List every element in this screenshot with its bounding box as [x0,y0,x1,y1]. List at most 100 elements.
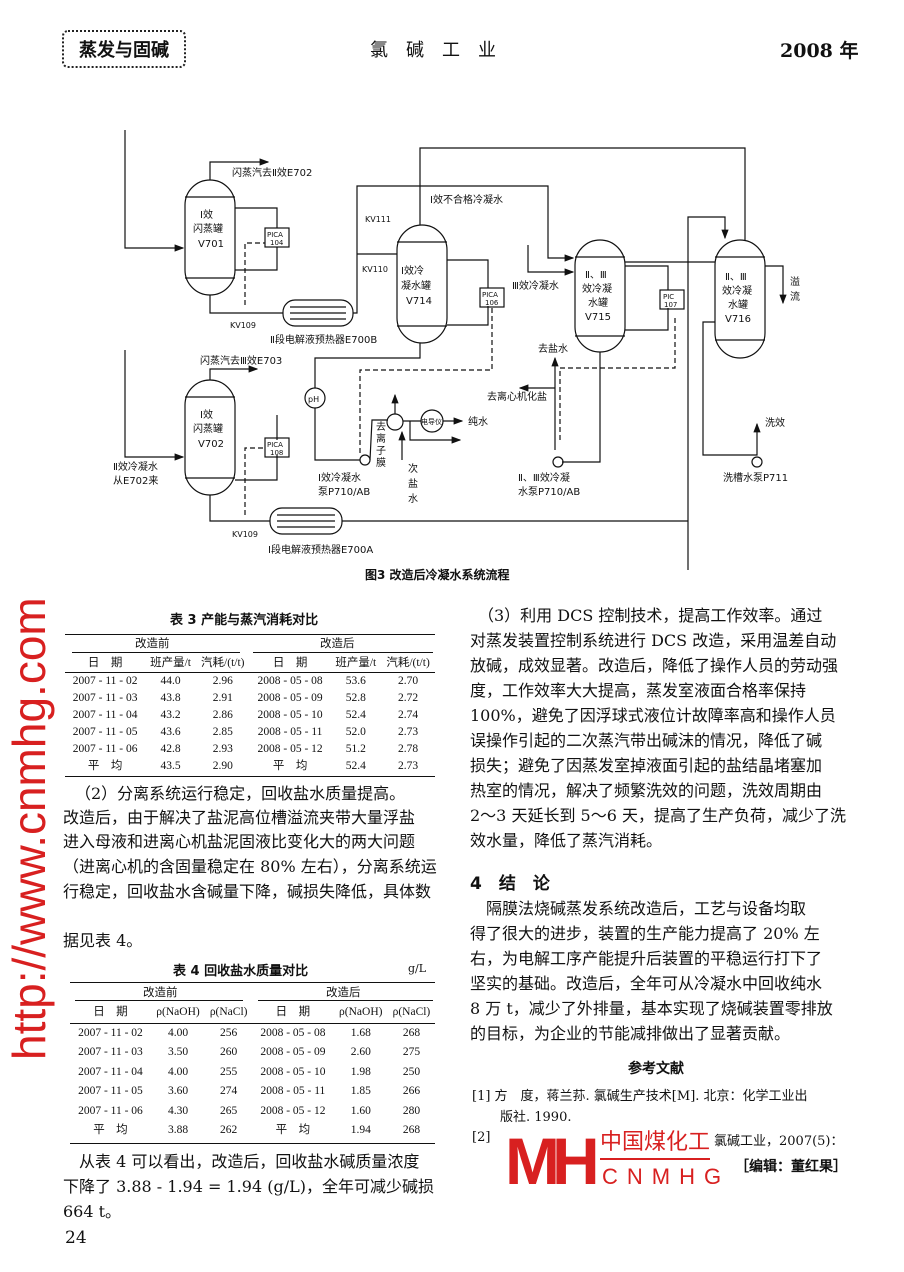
table-cell: 52.8 [345,692,366,704]
table-cell: 2007 - 11 - 02 [78,1026,143,1039]
figure-labels-to-membrane-1: 离 [376,432,386,445]
reference-2-label: [2] [472,1130,491,1145]
figure-labels-v714-2: V714 [406,296,432,307]
left-para-0: （2）分离系统运行稳定，回收盐水质量提高。 [75,784,406,803]
figure-labels-pica106-1: 106 [485,299,499,307]
table-cell: 43.2 [160,709,181,721]
table-cell: 53.6 [345,675,366,687]
figure-labels-pump-p710-23-1: 水泵P710/AB [518,486,580,498]
right-para-5: 误操作引起的二次蒸汽带出碱沫的情况，降低了碱 [470,731,823,750]
figure-labels-pic107-1: 107 [664,301,677,309]
page-number: 24 [65,1228,87,1248]
reference-1-cont: 版社. 1990. [500,1110,572,1125]
ph-meter [304,387,326,409]
column-header: ρ(NaCl) [392,1006,431,1018]
column-header: 班产量/t [150,657,191,669]
left-bottom-1: 下降了 3.88 - 1.94 = 1.94 (g/L)，全年可减少碱损 [63,1177,434,1196]
figure-caption: 图3 改造后冷凝水系统流程 [365,567,510,582]
table3-group-before: 改造前 [135,636,170,650]
journal-year: 2008 年 [780,40,859,62]
right-para-1: 对蒸发装置控制系统进行 DCS 改造，采用温差自动 [470,631,837,650]
figure-labels-ii-cond-0: Ⅱ效冷凝水 [113,460,158,473]
table-cell: 1.94 [350,1124,371,1136]
table-cell: 2.60 [350,1046,371,1058]
table-cell: 250 [402,1065,421,1078]
table-cell: 2008 - 05 - 09 [257,692,323,704]
figure-labels-sub-brine-0: 次 [408,462,418,475]
reference-1: [1] 方 度，蒋兰荪. 氯碱生产技术[M]. 北京：化学工业出 [472,1089,808,1104]
figure-labels-to-membrane-3: 膜 [376,457,386,469]
table-cell: 4.00 [167,1065,189,1078]
references-title: 参考文献 [628,1061,684,1077]
figure-labels-v716-0: Ⅱ、Ⅲ [725,272,747,283]
figure-labels-conductivity: 电导仪 [421,417,442,426]
figure-labels-flash-e703: 闪蒸汽去Ⅲ效E703 [200,354,282,367]
table-cell: 2007 - 11 - 06 [78,1104,143,1117]
table-cell: 2008 - 05 - 09 [260,1046,326,1058]
figure-labels-overflow-0: 溢 [790,275,800,288]
left-para-3: （进离心机的含固量稳定在 80% 左右），分离系统运 [63,857,437,876]
table-cell: 43.5 [160,760,181,772]
figure-labels-pump-p711: 洗槽水泵P711 [723,471,788,484]
table-cell: 2008 - 05 - 10 [257,709,323,721]
table-cell: 2.70 [397,675,419,687]
table-cell: 平 均 [87,760,123,772]
table-cell: 1.60 [350,1104,371,1117]
watermark-logo-mark: MH [505,1124,600,1198]
vessel-v714 [396,224,448,344]
right-para-4: 100%，避免了因浮球式液位计故障率高和操作人员 [470,706,836,725]
figure-labels-to-membrane-0: 去 [376,421,386,433]
table-cell: 平 均 [93,1124,128,1136]
table-cell: 43.8 [160,692,181,704]
watermark-logo-cn: 中国煤化工 [600,1130,711,1160]
figure-labels-pump-p710-0: Ⅰ效冷凝水 [318,471,361,484]
figure-labels-to-brine: 去盐水 [538,342,568,355]
table-cell: 1.85 [350,1085,371,1097]
figure-labels-e700b: Ⅱ段电解液预热器E700B [270,333,377,346]
conclusion-4: 8 万 t，减少了外排量，基本实现了烧碱装置零排放 [470,999,833,1018]
figure-labels-v714-0: Ⅰ效冷 [401,264,424,277]
table-cell: 255 [220,1065,238,1078]
table-cell: 4.30 [167,1104,189,1117]
table-cell: 2007 - 11 - 05 [78,1085,143,1097]
figure-labels-v701-1: 闪蒸罐 [193,222,223,235]
table-cell: 42.8 [160,743,181,755]
conclusion-1: 得了很大的进步，装置的生产能力提高了 20% 左 [470,924,820,943]
table-cell: 280 [402,1104,421,1117]
pump-p710 [359,454,371,466]
table-cell: 43.6 [160,726,181,738]
table4-group-after: 改造后 [326,985,361,999]
table-cell: 平 均 [275,1124,311,1136]
figure-labels-flash-e702: 闪蒸汽去Ⅱ效E702 [232,166,312,179]
figure-labels-pica108-0: PICA [267,441,283,449]
figure-labels-sub-brine-2: 水 [408,493,418,505]
table3-title: 表 3 产能与蒸汽消耗对比 [170,613,319,628]
figure-labels-pump-p710-1: 泵P710/AB [318,486,370,498]
column-header: 日 期 [275,1006,311,1018]
column-header: 日 期 [87,657,123,669]
section-heading: 4 结 论 [470,874,550,894]
table-cell: 1.68 [350,1026,371,1039]
table-cell: 260 [220,1046,238,1058]
left-para-1: 改造后，由于解决了盐泥高位槽溢流夹带大量浮盐 [63,808,416,827]
conclusion-3: 坚实的基础。改造后，全年可从冷凝水中回收纯水 [470,974,823,993]
table-cell: 275 [402,1046,421,1058]
figure-labels-pump-p710-23-0: Ⅱ、Ⅲ效冷凝 [518,471,570,484]
table-cell: 2.73 [397,760,419,772]
table-cell: 2007 - 11 - 03 [78,1046,143,1058]
table-cell: 51.2 [345,743,366,755]
column-header: ρ(NaOH) [156,1006,200,1018]
figure-labels-kv111: KV111 [365,215,391,224]
table3-group-after: 改造后 [320,636,355,650]
section-label: 蒸发与固碱 [62,30,186,68]
table-cell: 52.4 [345,709,366,721]
table-cell: 2007 - 11 - 04 [78,1065,143,1078]
figure-labels-to-centrifuge: 去离心机化盐 [487,390,547,403]
